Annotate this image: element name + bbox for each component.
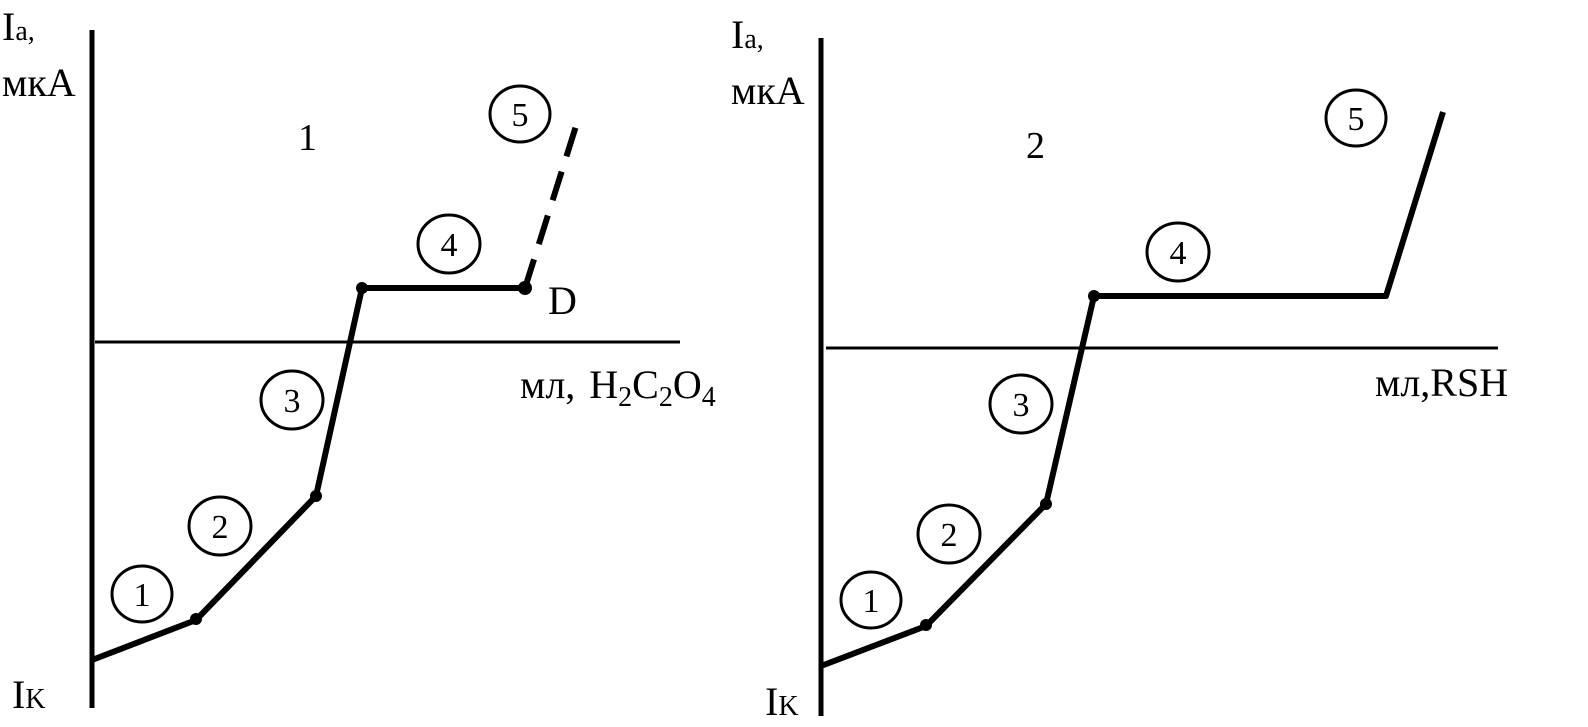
svg-text:3: 3: [284, 383, 301, 420]
svg-text:4: 4: [1170, 235, 1187, 272]
right-segment-marker-3: 3: [988, 373, 1054, 435]
right-breakpoint-3: [1088, 290, 1100, 302]
left-panel: Ia, мкА IK 1 мл,H2C2O4 D 1 2 3: [2, 4, 716, 717]
left-dashed-segment: [522, 125, 579, 289]
right-breakpoint-1: [920, 619, 932, 631]
right-bottom-label: IK: [765, 679, 799, 724]
left-segment-marker-3: 3: [259, 369, 325, 431]
svg-text:1: 1: [863, 583, 880, 620]
left-segment-marker-1: 1: [110, 564, 174, 624]
left-point-d-label: D: [548, 278, 577, 323]
svg-text:5: 5: [1348, 101, 1365, 138]
right-breakpoint-2: [1040, 498, 1052, 510]
right-segment-marker-4: 4: [1145, 221, 1211, 283]
svg-text:1: 1: [134, 577, 151, 614]
right-segment-marker-2: 2: [916, 503, 982, 565]
right-segment-marker-1: 1: [839, 570, 903, 630]
right-titration-curve: [819, 111, 1446, 669]
left-breakpoint-1: [190, 613, 202, 625]
left-panel-number: 1: [298, 117, 317, 159]
right-x-label: мл,RSH: [1375, 360, 1508, 405]
svg-text:5: 5: [512, 97, 529, 134]
svg-text:2: 2: [941, 517, 958, 554]
left-y-unit: мкА: [2, 60, 76, 105]
left-segment-marker-4: 4: [416, 213, 482, 275]
left-breakpoint-2: [310, 490, 322, 502]
left-y-label: Ia,: [2, 4, 35, 49]
left-breakpoint-3: [356, 282, 368, 294]
left-bottom-label: IK: [12, 672, 46, 717]
right-y-unit: мкА: [731, 68, 805, 113]
right-panel-number: 2: [1026, 125, 1045, 167]
svg-text:4: 4: [441, 227, 458, 264]
svg-text:2: 2: [212, 509, 229, 546]
right-y-label: Ia,: [731, 12, 764, 57]
left-x-label: мл,H2C2O4: [520, 362, 716, 413]
left-point-d: [518, 281, 532, 295]
left-segment-marker-5: 5: [488, 84, 552, 144]
right-panel: Ia, мкА IK 2 мл,RSH 1 2 3 4 5: [731, 12, 1508, 724]
left-segment-marker-2: 2: [187, 495, 253, 557]
svg-text:3: 3: [1013, 387, 1030, 424]
right-segment-marker-5: 5: [1324, 88, 1388, 148]
